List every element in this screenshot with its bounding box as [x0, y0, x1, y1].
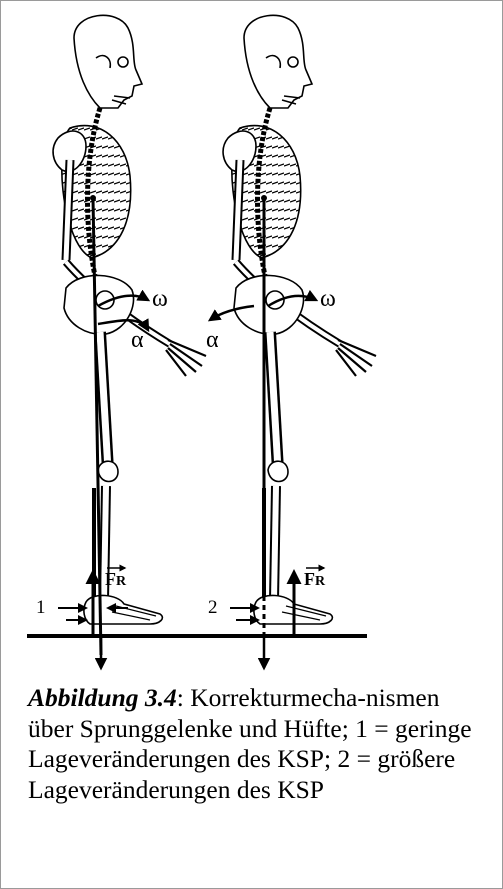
figure-caption: Abbildung 3.4: Korrekturmecha-nismen übe…	[28, 683, 473, 805]
left-number-label: 1	[36, 597, 46, 618]
skeleton-right	[223, 15, 376, 624]
caption-label: Abbildung 3.4	[28, 683, 177, 712]
left-omega-label: ω	[152, 286, 168, 312]
figure-illustration: ω α 1 FR ω α 2 FR	[0, 0, 503, 680]
left-ksp-dot	[90, 195, 96, 201]
right-force-label: FR	[304, 569, 326, 589]
right-number-label: 2	[208, 597, 218, 618]
left-force-label: FR	[105, 569, 127, 589]
left-alpha-label: α	[131, 327, 144, 353]
right-alpha-label: α	[206, 327, 219, 353]
right-omega-label: ω	[320, 286, 336, 312]
right-ksp-dot	[261, 195, 267, 201]
